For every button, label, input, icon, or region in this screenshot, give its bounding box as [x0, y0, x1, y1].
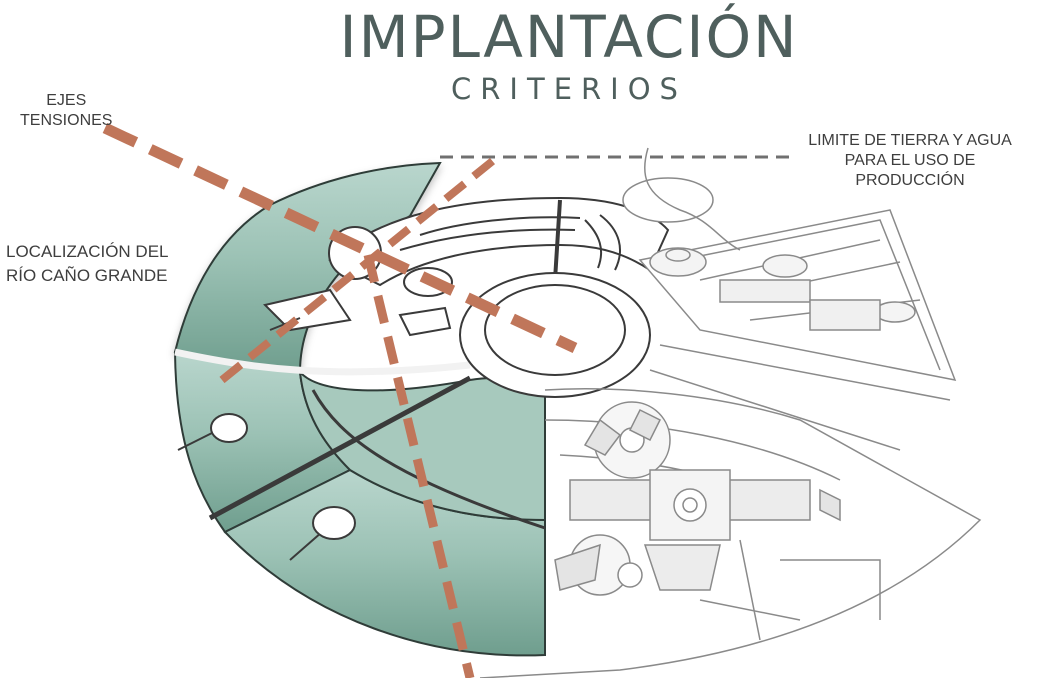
- tension-axis-main: [102, 123, 578, 353]
- tension-axes: [102, 123, 578, 678]
- water-zone: [173, 161, 546, 657]
- label-line: RÍO CAÑO GRANDE: [6, 266, 168, 285]
- pond-2: [312, 506, 356, 540]
- production-zone: [479, 147, 982, 678]
- label-line: LIMITE DE TIERRA Y AGUA: [808, 132, 1012, 149]
- label-line: LOCALIZACIÓN DEL: [6, 242, 169, 261]
- central-plaza: [459, 272, 651, 398]
- water-road-1: [208, 375, 472, 521]
- label-rio-cano-grande: LOCALIZACIÓN DEL RÍO CAÑO GRANDE: [6, 240, 169, 288]
- label-limite-tierra-agua: LIMITE DE TIERRA Y AGUA PARA EL USO DE P…: [790, 131, 1030, 191]
- water-road-2: [311, 389, 546, 530]
- water-zone-inner: [298, 368, 546, 522]
- page-subtitle: CRITERIOS: [451, 72, 687, 106]
- label-line: TENSIONES: [20, 112, 113, 129]
- label-line: PRODUCCIÓN: [855, 172, 965, 189]
- label-ejes-tensiones: EJES TENSIONES: [20, 91, 112, 131]
- water-road-3: [174, 348, 471, 376]
- tension-axis-diagonal: [219, 151, 503, 384]
- page-title: IMPLANTACIÓN: [339, 3, 799, 71]
- label-line: EJES: [46, 92, 87, 109]
- pond-1: [210, 413, 248, 443]
- label-line: PARA EL USO DE: [844, 152, 976, 169]
- tension-axis-vertical: [363, 253, 475, 678]
